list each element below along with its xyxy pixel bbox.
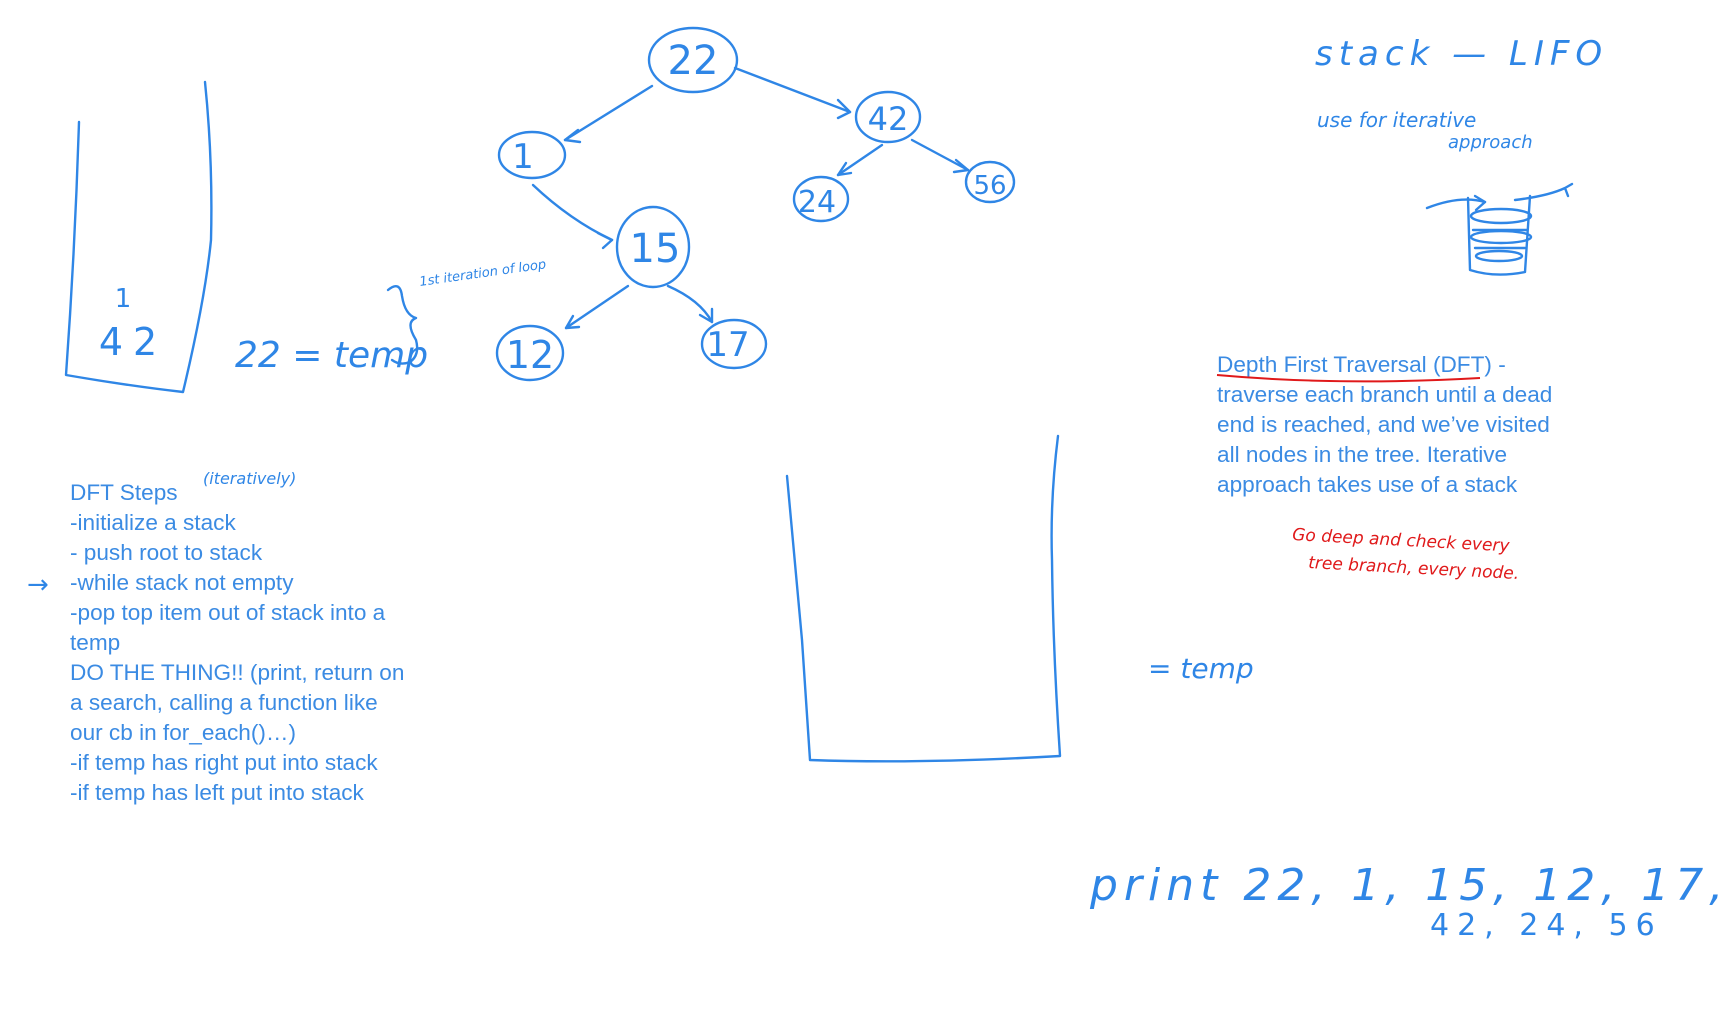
edge-42-24 <box>836 143 884 177</box>
edge-42-56 <box>910 138 970 172</box>
tree-edges <box>531 66 970 330</box>
node-42-label: 42 <box>868 100 909 138</box>
node-22-label: 22 <box>668 38 719 84</box>
temp-assignment: 22 = temp <box>235 335 428 376</box>
dft-step: -initialize a stack <box>70 510 236 535</box>
definition-line: end is reached, and we’ve visited <box>1217 412 1550 437</box>
definition-line: approach takes use of a stack <box>1217 472 1518 497</box>
node-24-circle <box>792 175 850 223</box>
stack-use-note: use for iterative <box>1317 108 1476 132</box>
dft-step: a search, calling a function like <box>70 690 378 715</box>
dft-steps-title: DFT Steps <box>70 480 178 505</box>
print-line-1: print 22, 1, 15, 12, 17, <box>1089 860 1729 911</box>
lifo-stack-drawing <box>1425 182 1574 276</box>
print-line-2: 42, 24, 56 <box>1430 908 1663 943</box>
left-stack-top-item: 1 <box>115 284 132 314</box>
dft-steps-list: -initialize a stack - push root to stack… <box>70 508 404 808</box>
brace-note: 1st iteration of loop <box>418 257 547 290</box>
stack-approach-note: approach <box>1448 132 1533 153</box>
definition-body: traverse each branch until a dead end is… <box>1217 380 1552 500</box>
middle-stack-container <box>785 434 1062 763</box>
edge-22-42 <box>733 66 852 114</box>
red-note-line-1: Go deep and check every <box>1292 525 1511 556</box>
red-note-line-2: tree branch, every node. <box>1308 553 1520 584</box>
right-temp-label: = temp <box>1148 652 1254 685</box>
tree-nodes <box>495 26 1016 382</box>
left-stack-container <box>64 80 213 394</box>
dft-step: temp <box>70 630 121 655</box>
node-12-circle <box>495 324 565 382</box>
node-56-label: 56 <box>973 171 1006 201</box>
node-1-label: 1 <box>512 137 534 177</box>
node-42-circle <box>854 90 922 144</box>
node-15-label: 15 <box>630 226 681 272</box>
definition-line: traverse each branch until a dead <box>1217 382 1553 407</box>
edge-15-17 <box>666 284 714 324</box>
dft-step: our cb in for_each()…) <box>70 720 297 745</box>
dft-step: -while stack not empty <box>70 570 294 595</box>
node-15-circle <box>615 205 691 289</box>
node-22-circle <box>647 26 739 94</box>
left-stack-bottom-item: 42 <box>99 320 167 364</box>
stack-lifo-title: stack — LIFO <box>1315 34 1608 74</box>
edge-15-12 <box>564 284 630 330</box>
edge-1-15 <box>531 183 614 242</box>
edge-22-1 <box>563 84 654 142</box>
current-step-arrow: → <box>27 570 49 600</box>
node-17-label: 17 <box>706 325 749 365</box>
dft-step: -if temp has left put into stack <box>70 780 364 805</box>
term-underline <box>1216 374 1481 383</box>
dft-steps-qualifier: (iteratively) <box>203 469 296 488</box>
brace <box>386 284 419 365</box>
tree-labels: 22 1 42 24 56 15 12 17 <box>506 38 1007 377</box>
dft-step: -if temp has right put into stack <box>70 750 378 775</box>
node-1-circle <box>497 130 567 180</box>
node-17-circle <box>700 318 768 370</box>
definition-line: all nodes in the tree. Iterative <box>1217 442 1508 467</box>
definition-term: Depth First Traversal (DFT) - <box>1217 352 1506 377</box>
node-56-circle <box>964 160 1016 204</box>
node-12-label: 12 <box>506 333 554 377</box>
dft-step: -pop top item out of stack into a <box>70 600 386 625</box>
dft-step: - push root to stack <box>70 540 263 565</box>
node-24-label: 24 <box>798 185 836 220</box>
dft-step: DO THE THING!! (print, return on <box>70 660 405 685</box>
